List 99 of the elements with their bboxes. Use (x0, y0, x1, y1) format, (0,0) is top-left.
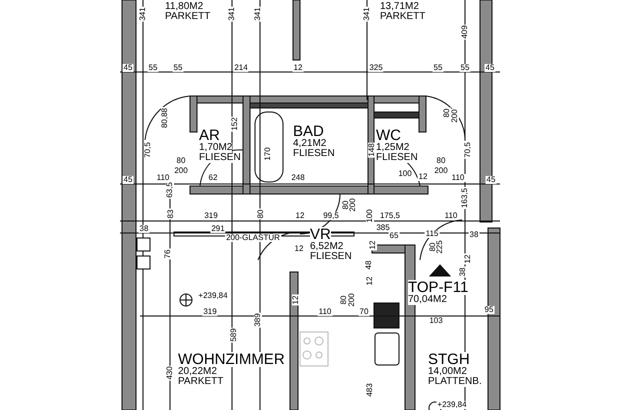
dimension-label: +239,84 (197, 292, 229, 300)
dimension-label: 483 (366, 382, 374, 398)
dimension-label: 45 (122, 64, 134, 72)
dimension-label: 152 (231, 116, 239, 132)
room-info: 6,52M2 (310, 242, 344, 252)
room-name: AR (199, 128, 220, 143)
room-info: 70,04M2 (408, 295, 447, 305)
dimension-label: 115 (424, 230, 440, 238)
dimension-label: 110 (156, 174, 170, 182)
dimension-label: 55 (432, 64, 444, 72)
room-info: FLIESEN (199, 153, 241, 163)
dimension-label: 248 (290, 174, 306, 182)
room-name: TOP-F11 (408, 280, 468, 295)
dimension-label: 80 (342, 200, 350, 210)
dimension-label: 589 (230, 327, 238, 343)
room-name: STGH (428, 352, 470, 367)
dimension-label: 12 (369, 240, 377, 250)
dimension-label: 200 (433, 167, 449, 175)
dimension-label: 65 (388, 232, 400, 240)
dimension-label: 99,5 (322, 212, 340, 220)
dimension-label: 55 (460, 64, 470, 72)
dimension-label: 80 (257, 208, 265, 220)
dimension-label: 76 (164, 248, 172, 260)
room-info: 1,25M2 (376, 143, 410, 153)
dimension-label: 100 (366, 208, 374, 224)
dimension-label: 12 (292, 294, 300, 306)
room-info: FLIESEN (293, 149, 335, 159)
dimension-label: 110 (444, 212, 458, 220)
room-name: VR (310, 227, 331, 242)
dimension-label: 95 (484, 306, 494, 314)
dimension-label: 80 (436, 157, 446, 165)
dimension-label: 38 (459, 266, 467, 278)
room-info: 20,22M2 (178, 367, 217, 377)
room-info: 13,71M2 (380, 2, 419, 12)
dimension-label: 70 (358, 308, 370, 316)
room-info: 11,80M2 (165, 2, 204, 12)
dimension-label: 63,5 (166, 181, 174, 199)
dimension-label: 110 (450, 174, 466, 182)
dimension-label: 341 (228, 6, 236, 22)
dimension-label: 12 (294, 212, 306, 220)
room-info: FLIESEN (376, 153, 418, 163)
dimension-label: 62 (208, 174, 218, 182)
dimension-label: 38 (138, 225, 150, 233)
dimension-label: 110 (318, 308, 332, 316)
dimension-label: 70,5 (144, 141, 152, 159)
dimension-label: 341 (254, 6, 262, 22)
dimension-label: 103 (428, 317, 444, 325)
room-info: FLIESEN (310, 252, 352, 262)
dimension-label: 214 (233, 64, 249, 72)
dimension-label: 200 (348, 292, 356, 308)
dimension-label: 80,88 (161, 106, 169, 130)
dimension-label: 385 (375, 224, 391, 232)
dimension-label: 100 (397, 170, 413, 178)
dimension-label: 38 (468, 231, 480, 239)
dimension-label: 200 (349, 197, 357, 213)
dimension-label: 389 (254, 312, 262, 328)
dimension-label: 319 (203, 212, 219, 220)
room-info: 4,21M2 (293, 139, 326, 149)
room-info: 1,70M2 (199, 143, 232, 153)
dimension-label: 319 (202, 308, 218, 316)
dimension-label: 175,5 (378, 212, 402, 220)
dimension-label: 80 (429, 242, 437, 252)
room-info: PARKETT (178, 377, 224, 387)
dimension-label: 200 (451, 108, 459, 124)
dimension-label: 80 (340, 294, 348, 306)
dimension-label: 45 (122, 176, 134, 184)
dimension-label: 70,5 (464, 141, 472, 159)
dimension-label: 45 (484, 64, 496, 72)
dimension-label: 325 (368, 64, 384, 72)
dimension-label: 12 (294, 245, 304, 253)
dimension-label: 83 (167, 208, 175, 220)
dimension-label: 12 (366, 276, 374, 286)
dimension-label: 12 (418, 173, 428, 181)
dimension-label: 200-GLASTÜR (225, 234, 281, 242)
dimension-label: 225 (436, 239, 444, 255)
dimension-label: 80 (176, 157, 186, 165)
room-info: PARKETT (165, 12, 210, 22)
room-info: PARKETT (380, 12, 426, 22)
room-name: BAD (293, 124, 324, 139)
room-info: 14,00M2 (428, 367, 467, 377)
dimension-label: 163,5 (461, 186, 469, 210)
dimension-label: 341 (139, 6, 147, 22)
dimension-label: 148 (368, 142, 376, 158)
dimension-label: 200 (173, 167, 189, 175)
dimension-label: 409 (461, 24, 469, 40)
dimension-label: 48 (365, 260, 373, 270)
dimension-label: 291 (210, 225, 226, 233)
dimension-label: 12 (292, 64, 304, 72)
room-name: WC (376, 128, 401, 143)
dimension-label: 430 (166, 365, 174, 381)
dimension-label: 45 (486, 176, 496, 184)
dimension-label: 55 (148, 64, 158, 72)
dimension-label: 12 (464, 254, 472, 264)
dimension-label: 170 (264, 146, 272, 162)
room-info: PLATTENB. (428, 377, 482, 387)
dimension-label: 341 (363, 6, 371, 22)
dimension-label: 80 (443, 108, 451, 118)
room-name: WOHNZIMMER (178, 352, 285, 367)
dimension-label: 55 (172, 64, 184, 72)
